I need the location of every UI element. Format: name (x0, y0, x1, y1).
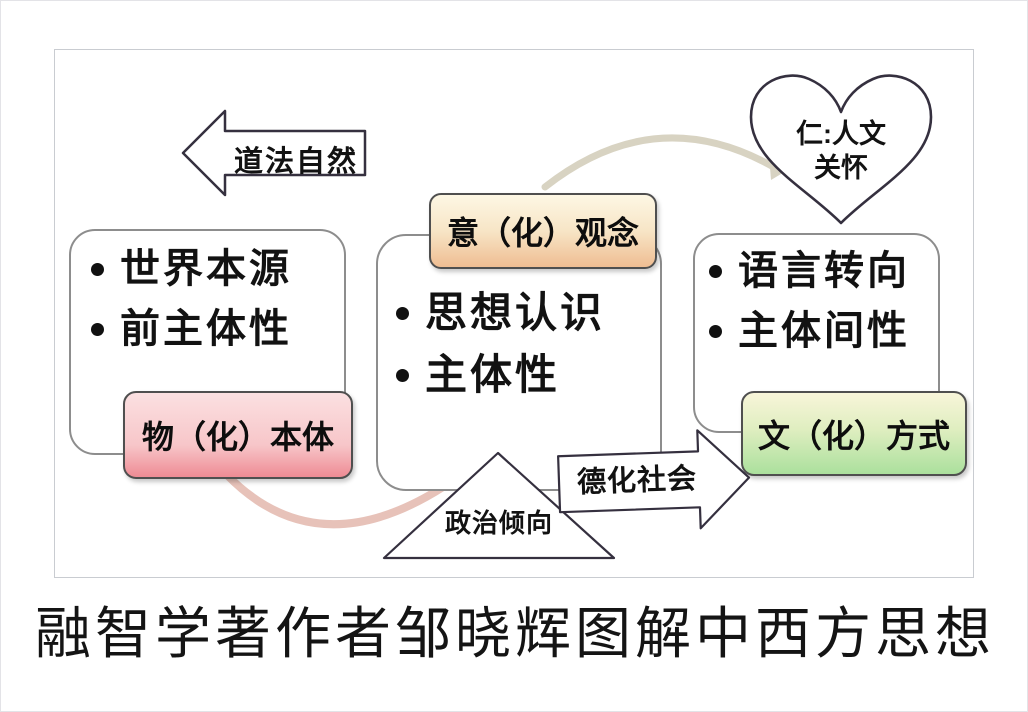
bullet-icon (91, 262, 104, 276)
caption-title: 融智学著作者邹晓辉图解中西方思想 (35, 604, 995, 666)
heart-label-line1: 仁:人文 (796, 119, 886, 149)
bullet-icon (709, 264, 722, 278)
wen-mode-label: 文（化）方式 (741, 391, 967, 476)
yi-concept-label: 意（化）观念 (429, 193, 657, 269)
list-item: 前主体性 (91, 305, 338, 353)
left-arrow-icon (181, 109, 367, 197)
bullet-icon (709, 324, 722, 338)
heart-label-line2: 关怀 (814, 153, 868, 183)
triangle-label: 政治倾向 (444, 508, 553, 538)
bullet-icon (396, 369, 409, 383)
wu-ontology-label: 物（化）本体 (123, 391, 353, 479)
list-item: 语言转向 (709, 247, 934, 295)
center-list-box: 思想认识 主体性 (376, 234, 662, 491)
list-item: 主体性 (396, 350, 654, 400)
heart-icon (749, 74, 933, 225)
list-item-label: 语言转向 (738, 249, 910, 293)
dao-arrow-label: 道法自然 (234, 146, 359, 178)
triangle-icon (382, 451, 616, 560)
arc-to-triangle-icon (223, 471, 447, 529)
list-item: 思想认识 (396, 288, 654, 338)
bullet-icon (396, 306, 409, 320)
list-item-label: 前主体性 (120, 307, 292, 351)
list-item-label: 主体间性 (738, 309, 910, 353)
list-item-label: 思想认识 (425, 289, 606, 336)
bullet-icon (91, 322, 104, 336)
right-arrow-icon (557, 429, 751, 530)
de-arrow-label: 德化社会 (576, 462, 698, 500)
list-item: 世界本源 (91, 245, 338, 293)
list-item-label: 主体性 (425, 351, 561, 399)
list-item-label: 世界本源 (120, 247, 292, 291)
list-item: 主体间性 (709, 307, 934, 355)
